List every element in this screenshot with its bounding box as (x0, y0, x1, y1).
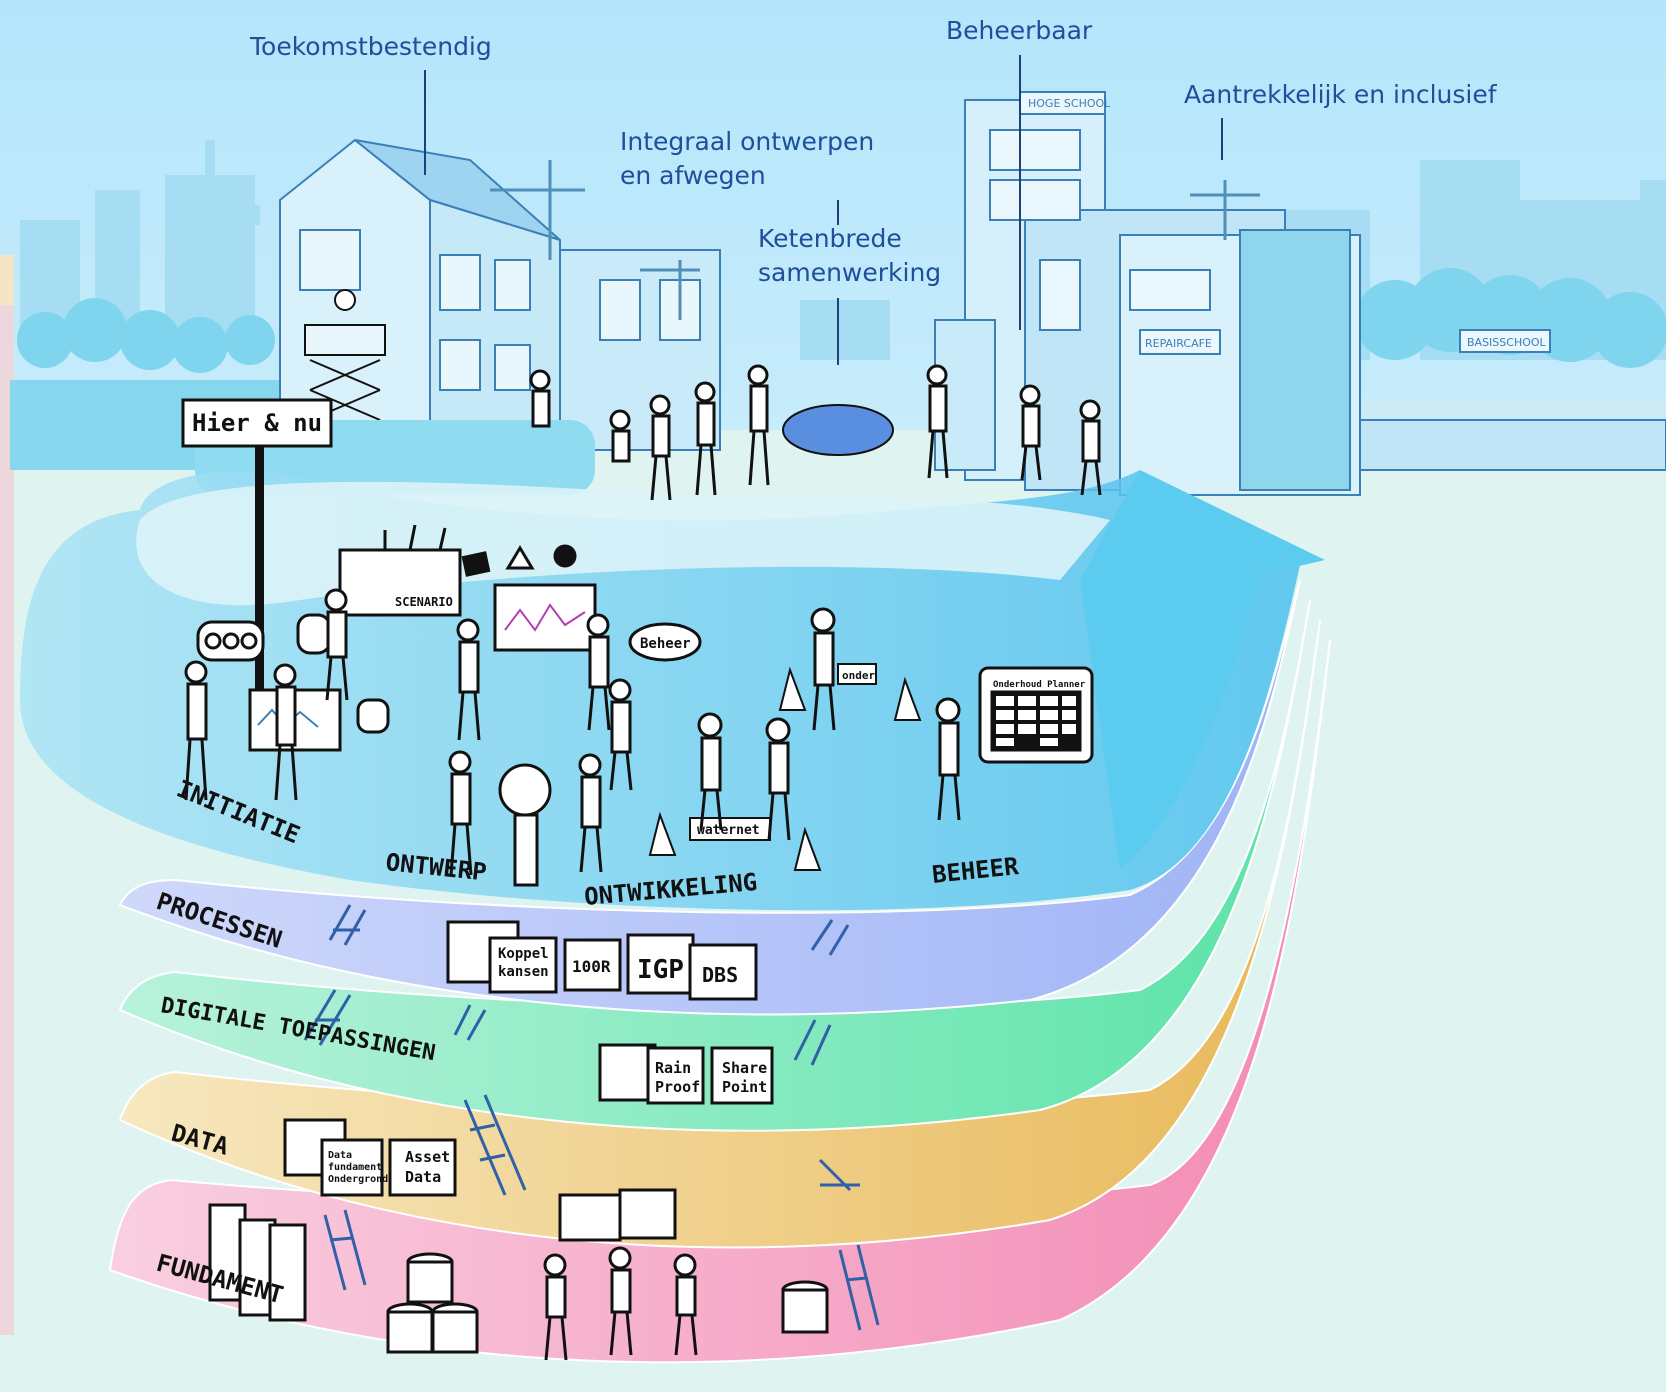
folder-asset-2: Data (405, 1168, 441, 1186)
folder-share-2: Point (722, 1078, 767, 1096)
goal-aantrekkelijk: Aantrekkelijk en inclusief (1184, 80, 1497, 109)
folder-data-3: Ondergrond (328, 1174, 388, 1185)
folder-data-2: fundament (328, 1162, 382, 1173)
scenario-label: SCENARIO (395, 595, 453, 609)
folder-100r: 100R (572, 957, 611, 976)
folder-data-1: Data (328, 1150, 352, 1161)
basisschool-sign: BASISSCHOOL (1467, 336, 1547, 349)
building-left (279, 138, 721, 451)
whiteboard (461, 544, 597, 652)
ladders (303, 904, 880, 1331)
onderhoud-planner (978, 666, 1094, 764)
city-model (782, 404, 894, 456)
waternet-label: waternet (697, 823, 760, 838)
signpost-label: Hier & nu (192, 409, 322, 437)
people (184, 364, 1102, 1361)
folder-asset-1: Asset (405, 1148, 450, 1166)
goal-integraal-line2: en afwegen (620, 161, 766, 190)
cranes (490, 160, 1260, 320)
folder-rain-2: Proof (655, 1078, 700, 1096)
goal-beheerbaar: Beheerbaar (946, 16, 1093, 45)
beheer-bubble-label: Beheer (640, 636, 691, 652)
scissor-lift (304, 289, 386, 451)
folder-koppel-1: Koppel (498, 946, 549, 962)
left-edge-accent (0, 255, 14, 305)
scenario-board (338, 524, 462, 617)
left-edge-strip (0, 255, 14, 1335)
traffic-cones (648, 663, 922, 871)
repaircafe-sign: REPAIRCAFE (1145, 337, 1212, 350)
arrow-head (1080, 470, 1325, 870)
hogeschool-sign: HOGE SCHOOL (1028, 97, 1111, 110)
goal-toekomstbestendig: Toekomstbestendig (250, 32, 492, 61)
folder-koppel-2: kansen (498, 964, 549, 980)
folder-rain-1: Rain (655, 1059, 691, 1077)
info-pillar (498, 763, 552, 887)
goal-keten-line2: samenwerking (758, 258, 942, 287)
signpost (181, 398, 333, 750)
callout-lines (424, 55, 1223, 365)
folder-dbs: DBS (702, 963, 738, 987)
goal-integraal-line1: Integraal ontwerpen (620, 127, 875, 156)
tape-label: onder (842, 669, 875, 682)
puzzle-pieces (558, 1188, 677, 1242)
folder-share-1: Share (722, 1059, 767, 1077)
layer-processen (118, 579, 1301, 1016)
onderhoud-planner-label: Onderhoud Planner (993, 680, 1086, 690)
folder-igp: IGP (637, 955, 684, 985)
goal-keten-line1: Ketenbrede (758, 224, 902, 253)
databases (386, 1252, 829, 1354)
folders (283, 920, 774, 1197)
servers (208, 1203, 307, 1322)
speech-bubbles (196, 613, 702, 734)
layer-digitale (118, 599, 1311, 1132)
